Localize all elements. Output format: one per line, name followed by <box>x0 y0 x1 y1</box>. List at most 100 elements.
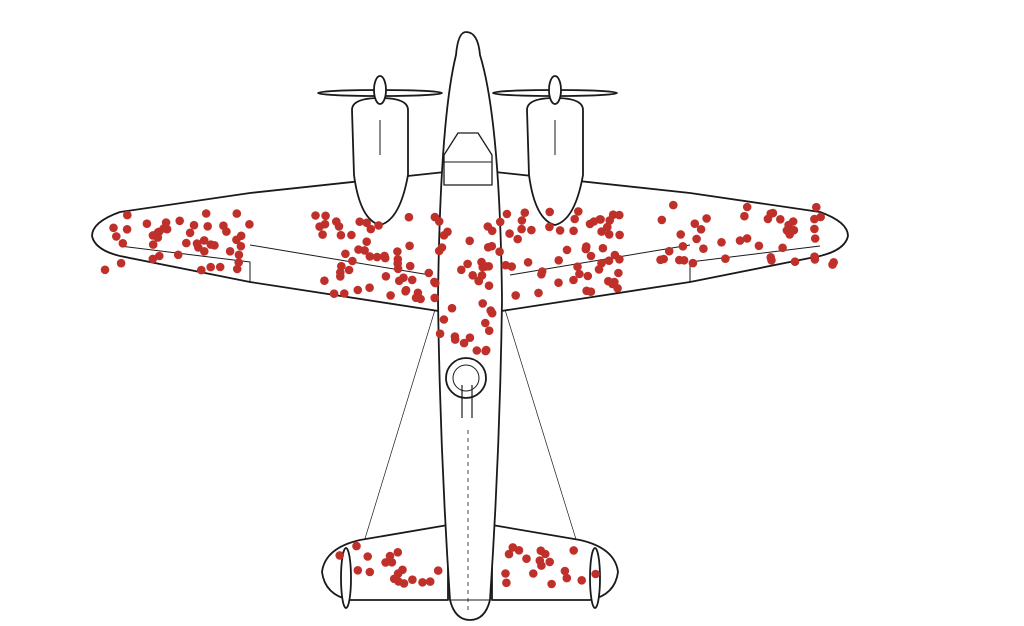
bullet-hit-marker <box>816 212 825 222</box>
bullet-hit-marker <box>381 558 390 567</box>
bullet-hit-marker <box>586 251 596 261</box>
bullet-hit-marker <box>664 246 674 256</box>
bullet-hit-marker <box>236 241 246 251</box>
bullet-hit-marker <box>483 222 493 231</box>
bullet-hit-marker <box>545 222 554 232</box>
bullet-hit-marker <box>155 251 164 261</box>
bullet-hit-marker <box>353 566 363 575</box>
bullet-hit-marker <box>352 541 361 551</box>
bullet-hit-marker <box>511 291 520 300</box>
bullet-hit-marker <box>735 236 745 245</box>
bullet-hit-marker <box>468 271 478 280</box>
bullet-hit-marker <box>502 209 512 219</box>
bullet-hit-marker <box>527 225 536 235</box>
gun-turret-inner <box>452 364 480 392</box>
bullet-hit-marker <box>424 268 434 278</box>
bullet-hit-marker <box>100 265 110 275</box>
fuselage <box>437 31 503 621</box>
bullet-hit-marker <box>766 252 775 262</box>
bullet-hit-marker <box>457 265 466 275</box>
bullet-hit-marker <box>501 569 510 578</box>
bullet-hit-marker <box>148 231 158 240</box>
bullet-hit-marker <box>430 277 439 287</box>
left-engine-nacelle <box>351 97 409 226</box>
right-engine-nacelle <box>526 97 584 226</box>
bullet-hit-marker <box>688 258 698 268</box>
bullet-hit-marker <box>562 245 572 255</box>
bullet-hit-marker <box>534 288 543 298</box>
bullet-hit-marker <box>812 202 821 212</box>
bullet-hit-marker <box>185 228 195 238</box>
bullet-hit-marker <box>232 264 242 274</box>
bullet-hit-marker <box>583 271 593 281</box>
left-spinner <box>373 75 387 105</box>
bullet-hit-marker <box>362 218 372 228</box>
bullet-hit-marker <box>610 250 620 260</box>
bullet-hit-marker <box>596 215 605 224</box>
bullet-hit-marker <box>615 210 624 220</box>
bullet-hit-marker <box>234 250 244 260</box>
bullet-hit-marker <box>614 268 623 278</box>
bullet-hit-marker <box>594 265 604 274</box>
bullet-hit-marker <box>418 578 427 587</box>
bullet-hit-marker <box>386 291 395 300</box>
bullet-hit-marker <box>740 211 749 221</box>
bullet-hit-marker <box>569 546 578 555</box>
bullet-hit-marker <box>604 230 614 239</box>
bullet-hit-marker <box>459 338 469 348</box>
bullet-hit-marker <box>657 215 667 225</box>
bullet-hit-marker <box>615 230 624 240</box>
bullet-hit-marker <box>122 225 132 234</box>
bullet-hit-marker <box>828 260 837 269</box>
bullet-hit-marker <box>598 243 608 253</box>
bullet-hit-marker <box>365 567 375 577</box>
bullet-hit-marker <box>148 240 158 249</box>
bullet-hit-marker <box>604 276 613 286</box>
bullet-hit-marker <box>245 220 254 229</box>
bullet-hit-marker <box>362 237 372 246</box>
bullet-hit-marker <box>742 234 752 243</box>
bullet-hit-marker <box>554 255 563 265</box>
bullet-hit-marker <box>465 333 475 343</box>
bullet-hit-marker <box>341 249 350 259</box>
bullet-hit-marker <box>318 230 327 239</box>
bullet-hit-marker <box>575 269 584 279</box>
bullet-hit-marker <box>353 285 363 295</box>
bullet-hit-marker <box>604 256 614 266</box>
bullet-hit-marker <box>142 219 152 228</box>
bullet-hit-marker <box>332 217 341 226</box>
bullet-hit-marker <box>148 254 158 264</box>
bullet-hit-marker <box>502 578 511 588</box>
bullet-hit-marker <box>393 247 402 256</box>
bullet-hit-marker <box>481 318 490 328</box>
bullet-hit-marker <box>782 226 792 235</box>
bullet-hit-marker <box>603 222 612 232</box>
bullet-hit-marker <box>763 214 773 224</box>
bullet-hit-marker <box>222 227 231 236</box>
bullet-hit-marker <box>437 243 447 252</box>
bullet-hit-marker <box>439 315 449 324</box>
bullet-hit-marker <box>585 219 595 229</box>
bullet-hit-marker <box>577 576 586 585</box>
bullet-hit-marker <box>234 258 243 267</box>
bullet-hit-marker <box>486 306 496 315</box>
bullet-hit-marker <box>474 276 483 285</box>
bullet-hit-marker <box>175 216 184 226</box>
bullet-hit-marker <box>232 209 242 218</box>
bullet-hit-marker <box>347 230 356 240</box>
bullet-hit-marker <box>754 241 764 251</box>
bullet-hit-marker <box>717 238 726 247</box>
bullet-hit-marker <box>354 245 363 254</box>
bullet-hit-marker <box>495 247 504 256</box>
bullet-hit-marker <box>123 210 132 220</box>
bullet-hit-marker <box>478 299 488 308</box>
bullet-hit-marker <box>363 552 373 561</box>
bullet-hit-marker <box>659 254 668 264</box>
bullet-hit-marker <box>569 226 578 236</box>
bullet-hit-marker <box>393 264 403 274</box>
bullet-hit-marker <box>173 250 183 260</box>
right-wing <box>494 171 849 313</box>
bullet-hit-marker <box>320 276 329 286</box>
bullet-hit-marker <box>505 229 514 238</box>
